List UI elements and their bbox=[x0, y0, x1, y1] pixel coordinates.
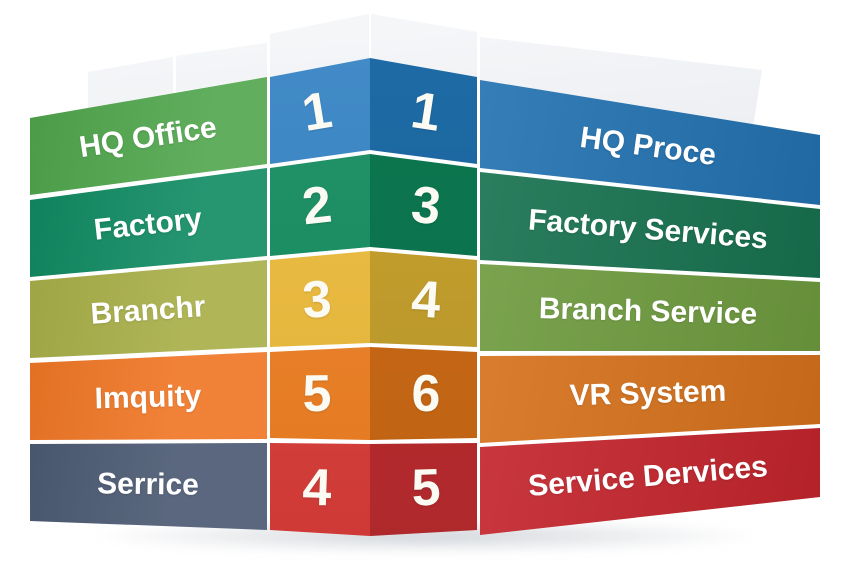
right-number-text: 4 bbox=[409, 270, 443, 330]
right-number-block: 6 bbox=[370, 347, 477, 440]
left-number-text: 2 bbox=[299, 175, 335, 237]
right-number-block: 5 bbox=[370, 443, 477, 536]
left-label-text: Serrice bbox=[96, 467, 200, 502]
left-label-block: Imquity bbox=[30, 352, 267, 440]
right-number-block: 4 bbox=[370, 251, 477, 347]
left-label-text: Factory bbox=[92, 202, 204, 247]
left-number-block: 3 bbox=[270, 251, 370, 347]
right-label-block: VR System bbox=[480, 355, 820, 443]
left-label-text: Imquity bbox=[94, 379, 202, 416]
right-label-text: Factory Services bbox=[527, 203, 770, 256]
right-label-text: VR System bbox=[569, 374, 727, 413]
left-number-text: 1 bbox=[298, 81, 336, 143]
right-number-block: 3 bbox=[370, 154, 477, 256]
right-number-text: 1 bbox=[407, 81, 445, 143]
left-number-block: 5 bbox=[270, 347, 370, 440]
right-labels-column: HQ Proce Factory Services Branch Service… bbox=[480, 0, 820, 565]
right-number-text: 6 bbox=[411, 364, 441, 424]
left-number-text: 5 bbox=[302, 364, 332, 424]
left-number-block: 4 bbox=[270, 443, 370, 536]
right-number-text: 3 bbox=[408, 175, 444, 237]
right-numbers-column: 1 3 4 6 5 bbox=[370, 0, 477, 565]
left-number-block: 1 bbox=[270, 58, 370, 164]
right-label-text: Branch Service bbox=[538, 292, 758, 331]
right-label-text: Service Dervices bbox=[526, 450, 770, 503]
left-label-block: Serrice bbox=[30, 443, 267, 530]
left-number-block: 2 bbox=[270, 154, 370, 256]
left-numbers-column: 1 2 3 5 4 bbox=[270, 0, 370, 565]
right-label-block: Factory Services bbox=[480, 172, 820, 278]
left-number-text: 4 bbox=[301, 458, 333, 518]
right-label-text: HQ Proce bbox=[578, 120, 719, 173]
right-number-text: 5 bbox=[410, 458, 442, 518]
right-number-block: 1 bbox=[370, 58, 477, 164]
left-labels-column: HQ Office Factory Branchr Imquity Serric… bbox=[30, 0, 267, 565]
left-label-text: HQ Office bbox=[77, 110, 219, 165]
left-number-text: 3 bbox=[300, 270, 334, 330]
left-label-text: Branchr bbox=[89, 290, 207, 331]
